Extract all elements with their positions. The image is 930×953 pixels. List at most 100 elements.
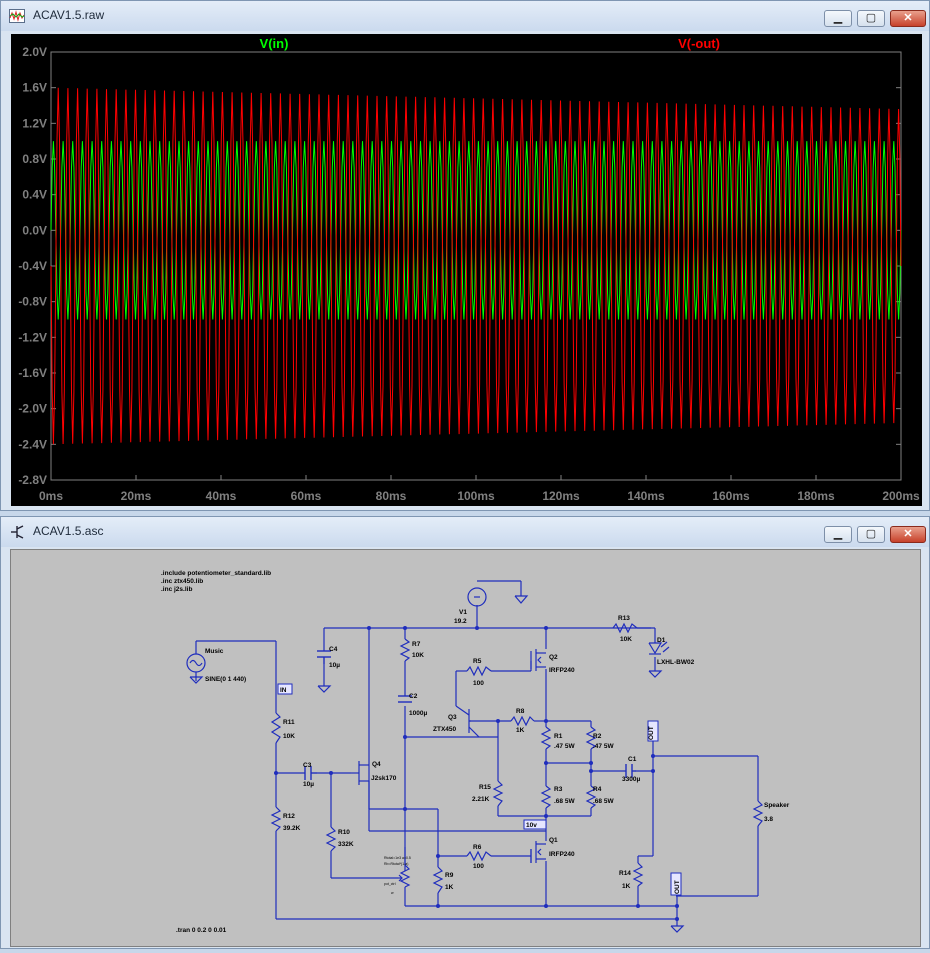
- r13-label: R13: [618, 615, 630, 622]
- schematic-drawing[interactable]: .include potentiometer_standard.lib .inc…: [11, 550, 922, 948]
- x-tick-label: 80ms: [376, 489, 407, 503]
- r3-label: R3: [554, 786, 563, 793]
- minimize-icon: ▁: [833, 528, 843, 540]
- minimize-button[interactable]: ▁: [824, 10, 852, 27]
- legend-entry[interactable]: V(in): [260, 36, 289, 51]
- c1-value: 3300µ: [622, 776, 640, 783]
- x-tick-label: 200ms: [882, 489, 920, 503]
- r11-value: 10K: [283, 733, 295, 740]
- y-tick-label: -0.4V: [18, 259, 47, 273]
- x-tick-label: 20ms: [121, 489, 152, 503]
- net-flags: [277, 683, 682, 896]
- directive-ztx: .inc ztx450.lib: [161, 578, 203, 585]
- y-tick-label: 0.4V: [22, 188, 47, 202]
- y-tick-label: -1.6V: [18, 366, 47, 380]
- maximize-icon: ▢: [865, 12, 877, 24]
- out-flag-top: OUT: [648, 726, 655, 740]
- tran-directive: .tran 0 0.2 0 0.01: [176, 927, 227, 934]
- wires: [195, 580, 759, 926]
- directive-include: .include potentiometer_standard.lib: [161, 570, 271, 577]
- q2-label: Q2: [549, 654, 558, 661]
- q3-value: ZTX450: [433, 726, 457, 733]
- schematic-titlebar[interactable]: ACAV1.5.asc ▁ ▢ ✕: [1, 517, 929, 547]
- grounds: [189, 595, 685, 933]
- y-tick-label: 0.0V: [22, 223, 47, 237]
- r4-value: .68 5W: [593, 798, 614, 805]
- r13-value: 10K: [620, 636, 632, 643]
- y-tick-label: 2.0V: [22, 45, 47, 59]
- waveform-title: ACAV1.5.raw: [33, 8, 105, 22]
- capacitors: [304, 650, 636, 780]
- r6-label: R6: [473, 844, 482, 851]
- r12-value: 39.2K: [283, 825, 301, 832]
- y-tick-label: 1.6V: [22, 81, 47, 95]
- y-tick-label: -2.0V: [18, 402, 47, 416]
- r15-value: 2.21K: [472, 796, 490, 803]
- r15-label: R15: [479, 784, 491, 791]
- in-flag: IN: [280, 687, 287, 694]
- r9-value: 1K: [445, 884, 454, 891]
- r2-label: R2: [593, 733, 602, 740]
- led-d1: [648, 641, 670, 655]
- waveform-plot[interactable]: 2.0V1.6V1.2V0.8V0.4V0.0V-0.4V-0.8V-1.2V-…: [11, 34, 922, 506]
- maximize-icon: ▢: [865, 528, 877, 540]
- r5-label: R5: [473, 658, 482, 665]
- c3-label: C3: [303, 762, 312, 769]
- maximize-button[interactable]: ▢: [857, 10, 885, 27]
- close-icon: ✕: [903, 528, 913, 540]
- r8-label: R8: [516, 708, 525, 715]
- x-tick-label: 160ms: [712, 489, 750, 503]
- r14-label: R14: [619, 870, 631, 877]
- r10-label: R10: [338, 829, 350, 836]
- q2-value: IRFP240: [549, 667, 575, 674]
- y-tick-label: -2.8V: [18, 473, 47, 487]
- maximize-button[interactable]: ▢: [857, 526, 885, 543]
- speaker-label: Speaker: [764, 802, 790, 809]
- c2-value: 1000µ: [409, 710, 427, 717]
- sources: [186, 587, 487, 677]
- r6-value: 100: [473, 863, 484, 870]
- music-label: Music: [205, 648, 224, 655]
- r12-label: R12: [283, 813, 295, 820]
- d1-value: LXHL-BW02: [657, 659, 695, 666]
- x-tick-label: 120ms: [542, 489, 580, 503]
- r4-label: R4: [593, 786, 602, 793]
- r1-value: .47 5W: [554, 743, 575, 750]
- pot-wiper: w: [391, 891, 394, 895]
- q4-value: J2sk170: [371, 775, 397, 782]
- net-10v: 10v: [526, 822, 537, 829]
- r5-value: 100: [473, 680, 484, 687]
- close-button[interactable]: ✕: [890, 526, 926, 543]
- q4-label: Q4: [372, 761, 381, 768]
- series-line-vout: [50, 87, 902, 445]
- r3-value: .68 5W: [554, 798, 575, 805]
- r1-label: R1: [554, 733, 563, 740]
- r2-value: .47 5W: [593, 743, 614, 750]
- x-tick-label: 180ms: [797, 489, 835, 503]
- y-tick-label: -2.4V: [18, 437, 47, 451]
- minimize-button[interactable]: ▁: [824, 526, 852, 543]
- speaker-value: 3.8: [764, 816, 773, 823]
- music-value: SINE(0 1 440): [205, 676, 246, 683]
- close-button[interactable]: ✕: [890, 10, 926, 27]
- q1-value: IRFP240: [549, 851, 575, 858]
- legend-entry[interactable]: V(-out): [678, 36, 720, 51]
- c4-value: 10µ: [329, 662, 340, 669]
- x-tick-label: 140ms: [627, 489, 665, 503]
- q1-label: Q1: [549, 837, 558, 844]
- q3-label: Q3: [448, 714, 457, 721]
- x-tick-label: 40ms: [206, 489, 237, 503]
- c1-label: C1: [628, 756, 637, 763]
- d1-label: D1: [657, 637, 666, 644]
- resistors: [270, 622, 764, 894]
- schematic-title: ACAV1.5.asc: [33, 524, 104, 538]
- waveform-titlebar[interactable]: ACAV1.5.raw ▁ ▢ ✕: [1, 1, 929, 31]
- out-flag-bottom: OUT: [674, 880, 681, 894]
- waveform-icon: [9, 9, 25, 23]
- c4-label: C4: [329, 646, 338, 653]
- schematic-canvas[interactable]: .include potentiometer_standard.lib .inc…: [10, 549, 921, 947]
- v1-value: 19.2: [454, 618, 467, 625]
- junction-dots: [274, 626, 679, 921]
